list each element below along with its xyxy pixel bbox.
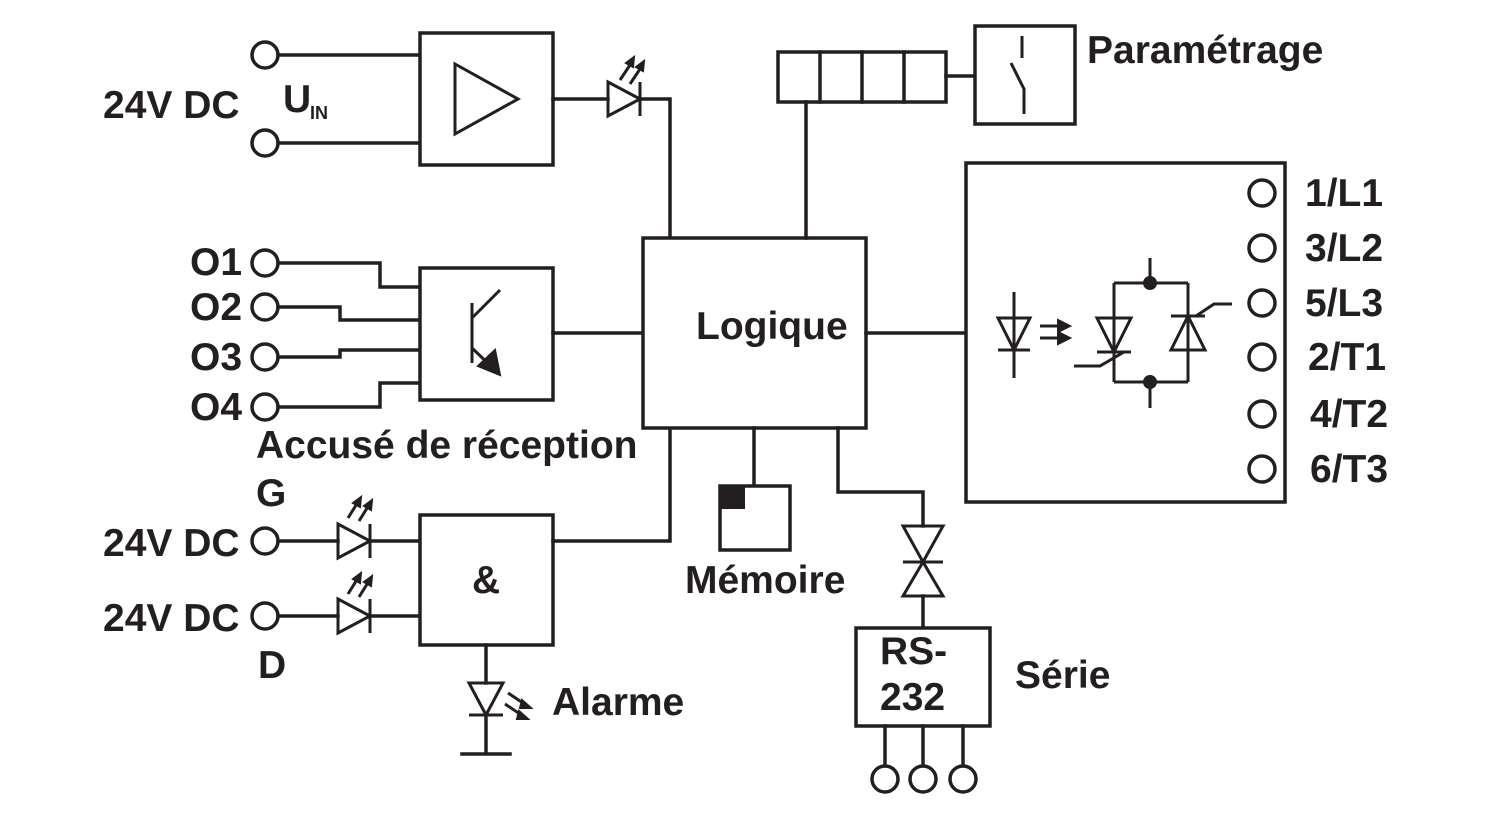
terminal-1-l1 <box>1247 178 1277 208</box>
alarm-led-icon <box>466 681 534 720</box>
terminal-o2 <box>250 292 280 322</box>
terminal-5-l3 <box>1247 288 1277 318</box>
label-4-t2: 4/T2 <box>1310 393 1388 436</box>
logic-to-serial-wire <box>836 426 925 528</box>
wire-o4 <box>276 381 422 409</box>
label-5-l3: 5/L3 <box>1305 282 1383 325</box>
transistor-block <box>418 266 555 402</box>
label-d: D <box>258 644 286 687</box>
thyristor-pair-icon <box>1074 258 1232 408</box>
serial-group: RS- 232 Série <box>836 426 1110 794</box>
uin-subscript: IN <box>310 103 328 123</box>
outputs-group: O1 O2 O3 O4 Accusé de réception <box>190 241 645 467</box>
and-to-logic-wire <box>551 426 672 543</box>
rs232-terminal-3 <box>948 764 978 794</box>
label-supply-g: 24V DC <box>103 522 240 565</box>
rs232-terminal-1 <box>870 764 900 794</box>
uin-label: U <box>283 78 311 121</box>
ack-label: Accusé de réception <box>256 424 637 467</box>
power-section-group: 1/L1 3/L2 5/L3 2/T1 4/T2 6/T3 <box>864 161 1388 504</box>
alarm-label: Alarme <box>552 681 684 724</box>
terminal-o1 <box>250 248 280 278</box>
rs232-terminal-2 <box>908 764 938 794</box>
terminal-o3 <box>250 342 280 372</box>
terminal-6-t3 <box>1247 454 1277 484</box>
label-o4: O4 <box>190 386 242 429</box>
supply-terminal-minus <box>250 128 280 158</box>
amplifier-block <box>418 31 555 167</box>
rs232-block <box>854 626 992 728</box>
wire-o2 <box>276 305 422 322</box>
led-d-icon <box>336 570 374 636</box>
label-o1: O1 <box>190 241 242 284</box>
supply-input-group: 24V DC U IN <box>103 31 672 240</box>
amplifier-triangle-icon <box>453 61 522 137</box>
switch-icon <box>1009 36 1026 114</box>
terminal-2-t1 <box>1247 342 1277 372</box>
supply-terminal-plus <box>250 40 280 70</box>
gd-inputs-group: G 24V DC 24V DC D & <box>103 426 684 756</box>
label-1-l1: 1/L1 <box>1305 172 1383 215</box>
param-group: Paramétrage <box>776 24 1323 240</box>
label-2-t1: 2/T1 <box>1308 336 1386 379</box>
serial-label: Série <box>1015 654 1110 697</box>
power-to-logic-wire <box>638 97 672 240</box>
label-g: G <box>256 472 286 515</box>
terminal-3-l2 <box>1247 233 1277 263</box>
rs232-line2: 232 <box>880 676 945 719</box>
param-label: Paramétrage <box>1087 29 1323 72</box>
label-supply-d: 24V DC <box>103 597 240 640</box>
terminal-d <box>250 601 280 631</box>
wire-o1 <box>276 261 422 289</box>
transistor-icon <box>470 288 502 377</box>
led-g-icon <box>336 494 374 561</box>
label-3-l2: 3/L2 <box>1305 227 1383 270</box>
supply-label: 24V DC <box>103 84 240 127</box>
bidirectional-diode-icon <box>900 524 946 598</box>
terminal-o4 <box>250 392 280 422</box>
logic-group: Logique <box>641 236 868 430</box>
terminal-4-t2 <box>1247 399 1277 429</box>
wire-o3 <box>276 348 422 359</box>
memory-label: Mémoire <box>685 559 845 602</box>
power-section-block <box>964 161 1287 504</box>
label-6-t3: 6/T3 <box>1310 448 1388 491</box>
and-gate-block <box>418 513 555 647</box>
label-o3: O3 <box>190 336 242 379</box>
rs232-line1: RS- <box>880 630 947 673</box>
memory-chip-icon <box>719 485 745 509</box>
logic-label: Logique <box>696 305 848 348</box>
terminal-g <box>250 526 280 556</box>
memory-group: Mémoire <box>685 426 845 602</box>
and-gate-symbol: & <box>472 559 500 602</box>
label-o2: O2 <box>190 286 242 329</box>
optocoupler-led-icon <box>995 292 1073 378</box>
power-led-icon <box>606 54 646 119</box>
